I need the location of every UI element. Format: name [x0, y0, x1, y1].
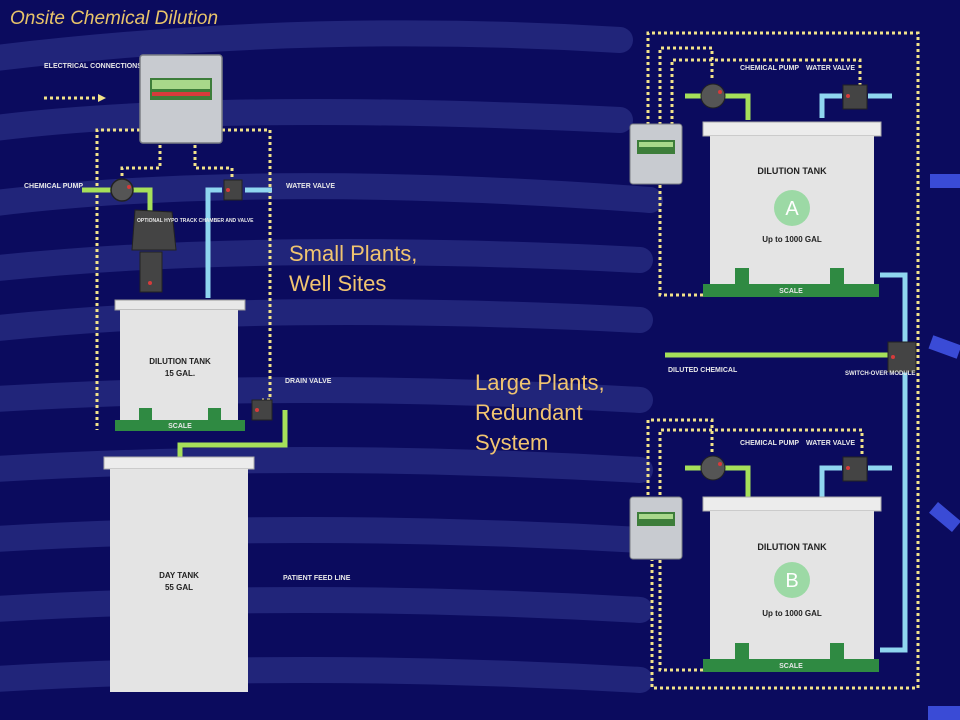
drain-valve-label: DRAIN VALVE	[285, 378, 332, 385]
small-dilution-tank-label: DILUTION TANK	[149, 357, 211, 366]
tank-a-label: DILUTION TANK	[757, 166, 827, 176]
electrical-connections-label: ELECTRICAL CONNECTIONS	[44, 63, 142, 70]
caption-large-plants: Large Plants, Redundant System	[475, 368, 675, 458]
tank-b-label: DILUTION TANK	[757, 542, 827, 552]
chemical-pump-icon	[110, 178, 134, 202]
tank-a-capacity: Up to 1000 GAL	[762, 235, 822, 244]
caption-small-line-2: Well Sites	[289, 271, 387, 296]
valve-b-label: WATER VALVE	[806, 440, 855, 447]
caption-small-plants: Small Plants, Well Sites	[289, 239, 489, 299]
caption-large-line-1: Large Plants,	[475, 370, 605, 395]
scale-b	[703, 659, 879, 672]
controller-b	[629, 496, 683, 560]
scale-a	[703, 284, 879, 297]
small-water-valve-label: WATER VALVE	[286, 183, 335, 190]
caption-large-line-3: System	[475, 430, 549, 455]
caption-large-line-2: Redundant	[475, 400, 583, 425]
scale-a-label: SCALE	[779, 288, 803, 295]
chemical-pump-b-icon	[700, 455, 726, 481]
small-chemical-pump-label: CHEMICAL PUMP	[24, 183, 83, 190]
tank-b-capacity: Up to 1000 GAL	[762, 609, 822, 618]
day-tank	[110, 469, 248, 692]
large-system: CHEMICAL PUMP WATER VALVE CHEMICAL PUMP …	[629, 31, 920, 690]
page-title: Onsite Chemical Dilution	[10, 8, 219, 29]
hypo-track-label: OPTIONAL HYPO TRACK CHAMBER AND VALVE	[137, 218, 254, 224]
pump-b-label: CHEMICAL PUMP	[740, 440, 799, 447]
tank-a-letter: A	[785, 198, 799, 220]
day-tank-label: DAY TANK	[159, 571, 199, 580]
hypo-track-chamber	[131, 209, 177, 251]
tank-b-letter: B	[785, 570, 798, 592]
small-dilution-tank-capacity: 15 GAL.	[165, 369, 195, 378]
chemical-pump-a-icon	[700, 83, 726, 109]
drain-valve-icon	[251, 399, 273, 421]
small-system: ELECTRICAL CONNECTIONS	[24, 54, 351, 692]
day-tank-capacity: 55 GAL	[165, 583, 193, 592]
water-valve-icon	[223, 179, 243, 201]
small-scale-label: SCALE	[168, 423, 192, 430]
small-scale	[115, 420, 245, 431]
diluted-chemical-label: DILUTED CHEMICAL	[668, 367, 738, 374]
caption-small-line-1: Small Plants,	[289, 241, 418, 266]
patient-feed-label: PATIENT FEED LINE	[283, 575, 351, 582]
valve-a-label: WATER VALVE	[806, 65, 855, 72]
scale-b-label: SCALE	[779, 663, 803, 670]
pump-a-label: CHEMICAL PUMP	[740, 65, 799, 72]
switchover-label: SWITCH-OVER MODULE	[845, 371, 915, 377]
small-dilution-tank	[120, 310, 238, 420]
